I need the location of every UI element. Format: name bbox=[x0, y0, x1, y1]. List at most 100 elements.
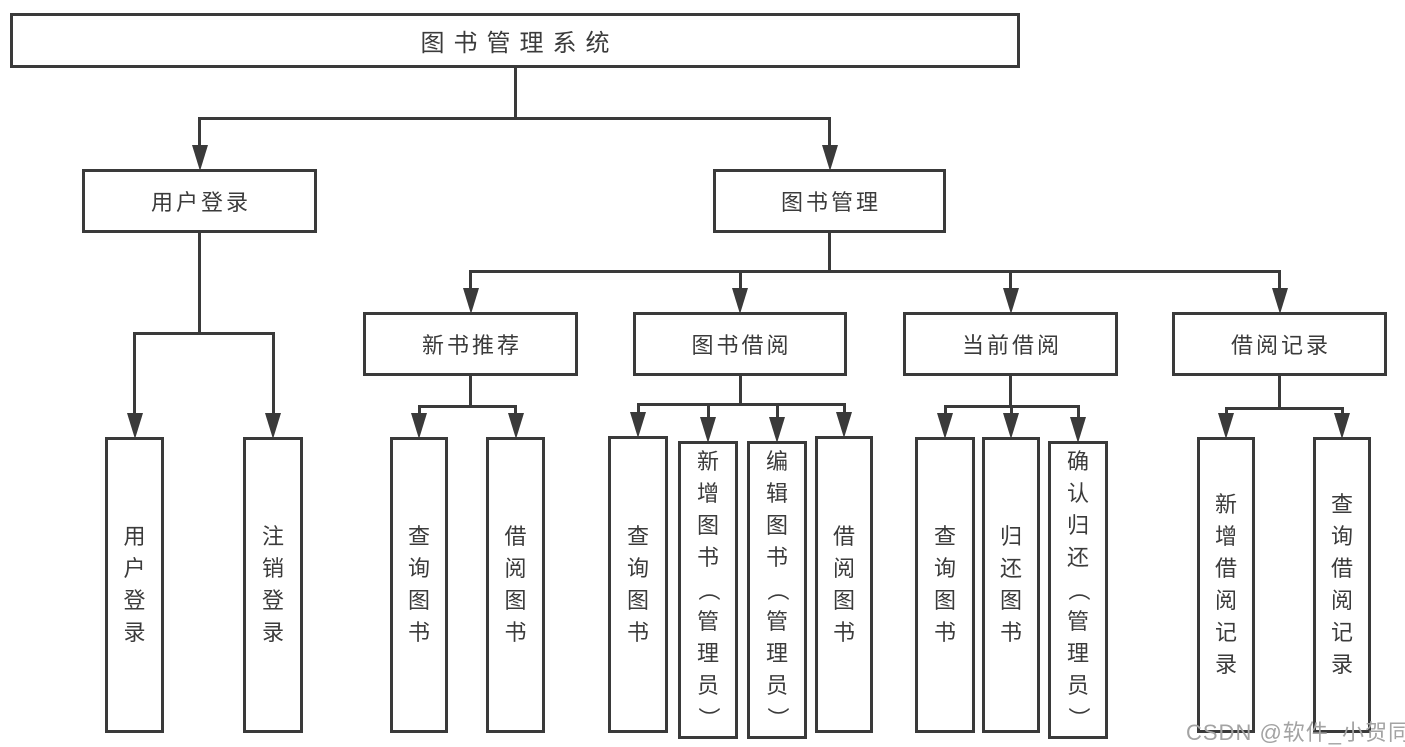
node-record: 借阅记录 bbox=[1172, 312, 1387, 376]
node-rec-query: 查询图书 bbox=[390, 437, 448, 733]
vertical-char: 询 bbox=[407, 556, 430, 581]
node-cur-query: 查询图书 bbox=[915, 437, 975, 733]
node-rec: 新书推荐 bbox=[363, 312, 578, 376]
node-label-vertical: 编辑图书（管理员） bbox=[764, 446, 790, 734]
node-label-vertical: 注销登录 bbox=[260, 521, 286, 649]
connector-line bbox=[828, 233, 831, 273]
vertical-char: 图 bbox=[696, 513, 719, 538]
vertical-char: 增 bbox=[1214, 524, 1237, 549]
vertical-char: 图 bbox=[626, 587, 649, 613]
arrowhead-down-icon bbox=[191, 145, 208, 171]
vertical-char: 询 bbox=[933, 556, 956, 581]
vertical-char: 查 bbox=[407, 524, 430, 549]
node-label-vertical: 新增借阅记录 bbox=[1213, 489, 1239, 681]
arrowhead-down-icon bbox=[1218, 413, 1234, 439]
connector-line bbox=[1009, 271, 1012, 294]
connector-line bbox=[513, 68, 517, 120]
arrowhead-down-icon bbox=[1003, 413, 1019, 439]
vertical-char: 书 bbox=[626, 619, 649, 645]
arrowhead-down-icon bbox=[1271, 288, 1288, 314]
vertical-char: 借 bbox=[504, 524, 527, 549]
connector-line bbox=[1009, 406, 1013, 419]
vertical-char: 注 bbox=[261, 524, 284, 549]
node-label-vertical: 确认归还（管理员） bbox=[1065, 446, 1091, 734]
connector-line bbox=[198, 116, 831, 120]
node-login: 用户登录 bbox=[82, 169, 317, 233]
connector-line bbox=[775, 404, 779, 423]
arrowhead-down-icon bbox=[1070, 417, 1086, 443]
node-label-vertical: 新增图书（管理员） bbox=[695, 446, 721, 734]
arrowhead-down-icon bbox=[126, 413, 143, 439]
connector-line bbox=[1278, 271, 1281, 294]
vertical-char: 登 bbox=[123, 588, 146, 613]
node-label-vertical: 查询借阅记录 bbox=[1329, 489, 1355, 681]
vertical-char: 图 bbox=[504, 588, 527, 613]
arrowhead-down-icon bbox=[462, 288, 479, 314]
node-label: 图书管理系统 bbox=[420, 30, 619, 57]
connector-line bbox=[198, 233, 201, 335]
vertical-char: 还 bbox=[999, 556, 1022, 581]
node-bor: 图书借阅 bbox=[633, 312, 847, 376]
arrowhead-down-icon bbox=[507, 413, 524, 439]
connector-line bbox=[1278, 376, 1281, 410]
vertical-char: 阅 bbox=[504, 556, 527, 581]
node-label: 图书管理 bbox=[780, 190, 881, 215]
vertical-char: 借 bbox=[1214, 556, 1237, 581]
vertical-char: 理 bbox=[696, 641, 719, 666]
arrowhead-down-icon bbox=[937, 413, 953, 439]
arrowhead-down-icon bbox=[1002, 288, 1019, 314]
vertical-char: 书 bbox=[696, 545, 719, 570]
watermark: CSDN @软件_小贺同学 bbox=[1186, 720, 1405, 745]
vertical-char: 增 bbox=[696, 481, 719, 506]
vertical-char: 借 bbox=[832, 523, 855, 549]
node-label: 图书借阅 bbox=[691, 333, 792, 358]
node-rd-add: 新增借阅记录 bbox=[1197, 437, 1255, 733]
vertical-char: 认 bbox=[1066, 481, 1089, 506]
node-label: 新书推荐 bbox=[421, 333, 522, 358]
vertical-char: 员 bbox=[1066, 673, 1089, 698]
arrowhead-down-icon bbox=[700, 417, 716, 443]
vertical-char: 图 bbox=[407, 588, 430, 613]
connector-line bbox=[738, 376, 742, 406]
vertical-char: 还 bbox=[1066, 545, 1089, 570]
connector-line bbox=[133, 331, 275, 335]
node-bor-query: 查询图书 bbox=[608, 436, 668, 733]
vertical-char: 图 bbox=[832, 587, 855, 613]
vertical-char: 借 bbox=[1330, 556, 1353, 581]
vertical-char: 登 bbox=[261, 588, 284, 613]
vertical-char: 新 bbox=[696, 449, 719, 474]
connector-line bbox=[469, 269, 1281, 273]
vertical-char: 记 bbox=[1330, 620, 1353, 645]
vertical-char: 员 bbox=[696, 673, 719, 698]
node-root: 图书管理系统 bbox=[10, 13, 1020, 68]
arrowhead-down-icon bbox=[1334, 413, 1350, 439]
node-label-vertical: 查询图书 bbox=[625, 521, 651, 649]
connector-line bbox=[469, 271, 472, 294]
vertical-char: 图 bbox=[933, 588, 956, 613]
vertical-char: 书 bbox=[504, 620, 527, 645]
connector-line bbox=[636, 402, 846, 406]
arrowhead-down-icon bbox=[630, 412, 646, 438]
node-label-vertical: 查询图书 bbox=[932, 521, 958, 649]
vertical-char: 用 bbox=[123, 524, 146, 549]
vertical-char: （ bbox=[696, 578, 721, 601]
node-label-vertical: 归还图书 bbox=[998, 521, 1024, 649]
node-label: 用户登录 bbox=[150, 190, 251, 215]
vertical-char: 阅 bbox=[1330, 588, 1353, 613]
vertical-char: 书 bbox=[999, 620, 1022, 645]
node-rec-borrow: 借阅图书 bbox=[486, 437, 545, 733]
node-label-vertical: 借阅图书 bbox=[503, 521, 529, 649]
node-label: 当前借阅 bbox=[961, 333, 1062, 358]
arrowhead-down-icon bbox=[265, 413, 281, 439]
vertical-char: 书 bbox=[832, 619, 855, 645]
arrowhead-down-icon bbox=[836, 412, 852, 438]
arrowhead-down-icon bbox=[411, 413, 427, 439]
vertical-char: ） bbox=[765, 706, 790, 729]
connector-line bbox=[1009, 376, 1012, 408]
node-rd-query: 查询借阅记录 bbox=[1313, 437, 1371, 733]
node-bor-edit: 编辑图书（管理员） bbox=[747, 441, 807, 739]
connector-line bbox=[1224, 406, 1344, 410]
node-label-vertical: 借阅图书 bbox=[831, 521, 857, 649]
arrowhead-down-icon bbox=[732, 288, 748, 314]
connector-line bbox=[636, 404, 640, 418]
